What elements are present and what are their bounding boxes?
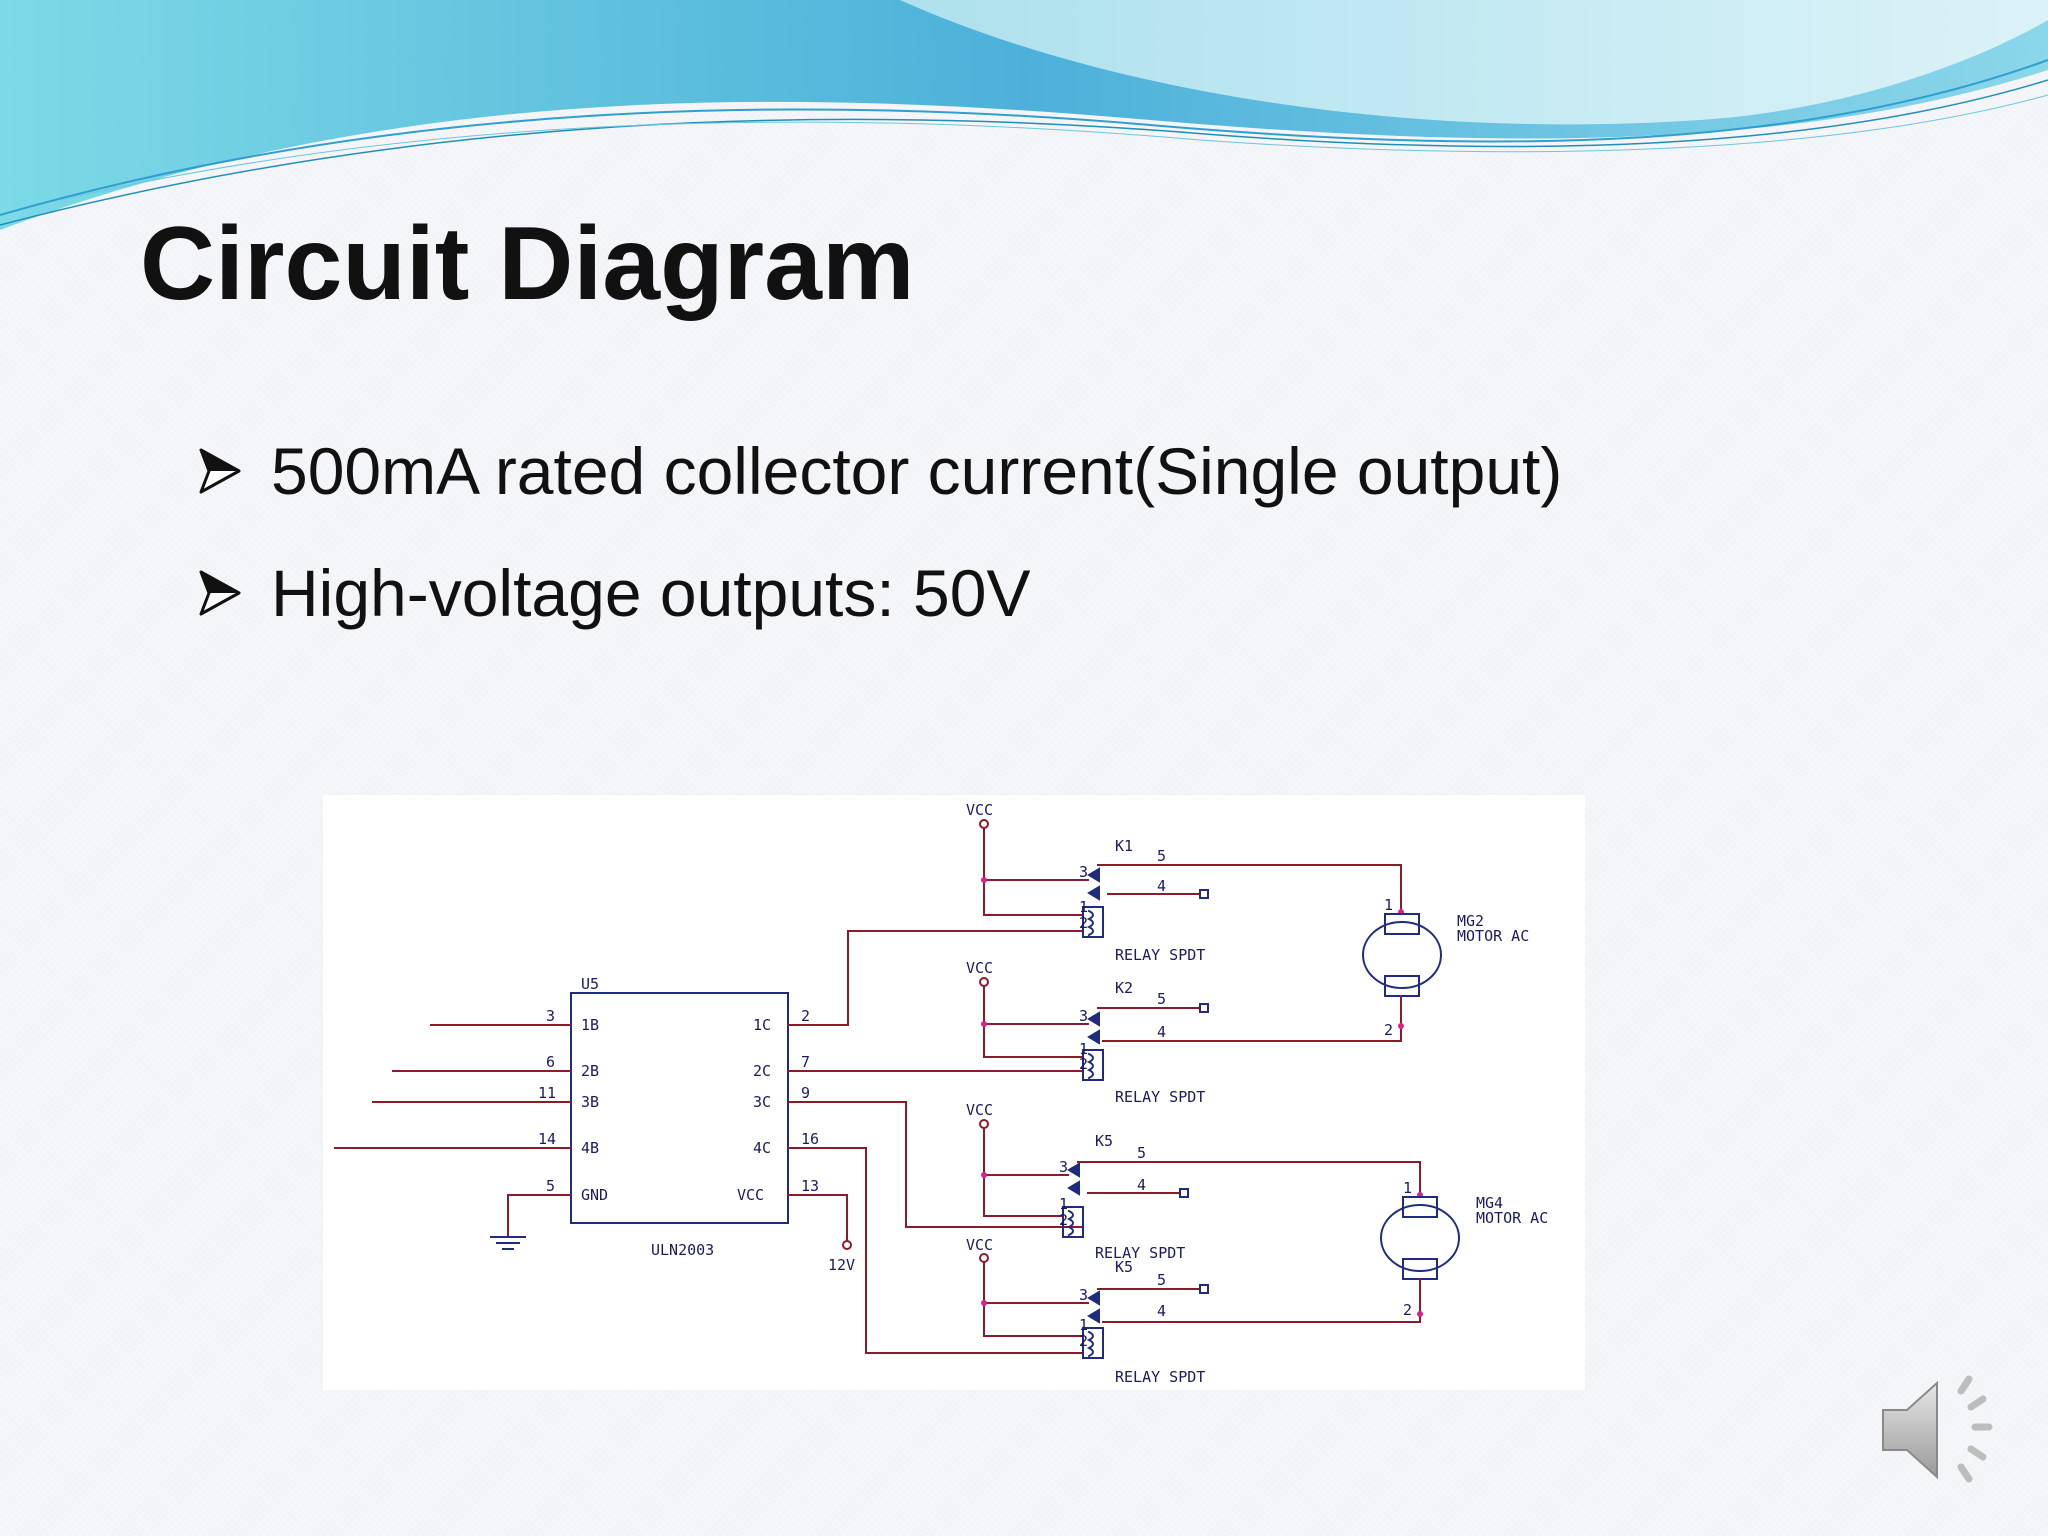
ic-pin-name: 2B [581, 1062, 599, 1080]
ic-pin-name: 1B [581, 1016, 599, 1034]
bullet-item: 500mA rated collector current(Single out… [195, 410, 1562, 532]
relay-type-label: RELAY SPDT [1115, 946, 1205, 964]
relay-pin-label: 2 [1079, 914, 1088, 932]
wire-3c [787, 1101, 1084, 1228]
relay-type-label: RELAY SPDT [1115, 1368, 1205, 1386]
ic-pin-name: 4C [753, 1139, 771, 1157]
bullet-list: 500mA rated collector current(Single out… [195, 410, 1562, 654]
relay-pin-label: 2 [1059, 1211, 1068, 1229]
relay-pin-label: 5 [1157, 990, 1166, 1008]
ic-pin-num: 11 [538, 1084, 556, 1102]
motor-mg2-return [1102, 995, 1402, 1042]
bullet-text: 500mA rated collector current(Single out… [271, 434, 1563, 508]
ic-pin-name: 1C [753, 1016, 771, 1034]
motor-mg4-return [1102, 1278, 1421, 1323]
motor-pin-label: 2 [1403, 1301, 1412, 1319]
speaker-icon[interactable] [1875, 1365, 2005, 1495]
relay-pin-label: 4 [1137, 1176, 1146, 1194]
relay-pin-label: 1 [1079, 898, 1088, 916]
relay-ref-label: K2 [1115, 979, 1133, 997]
relay-pin-label: 4 [1157, 1023, 1166, 1041]
motor-ref-label: MG2 [1457, 912, 1484, 930]
relay-pin-label: 1 [1079, 1316, 1088, 1334]
ic-pin-name: 2C [753, 1062, 771, 1080]
motor-type-label: MOTOR AC [1457, 927, 1529, 945]
ic-part-label: ULN2003 [651, 1241, 714, 1259]
ic-pin-name: 3C [753, 1093, 771, 1111]
ic-pin-num: 5 [546, 1177, 555, 1195]
wire-vcc-12v [787, 1194, 848, 1242]
gnd-wire [507, 1194, 572, 1236]
motor-pin-label: 1 [1403, 1179, 1412, 1197]
relay-ref-label: K5 [1115, 1258, 1133, 1276]
supply-12v-label: 12V [828, 1256, 855, 1274]
ic-pin-name: 3B [581, 1093, 599, 1111]
arrow-bullet-icon [199, 448, 241, 494]
header-wave-decoration [0, 0, 2048, 230]
motor-mg2 [1362, 913, 1442, 997]
arrow-bullet-icon [199, 570, 241, 616]
slide-title: Circuit Diagram [140, 206, 915, 322]
relay-pin-label: 4 [1157, 1302, 1166, 1320]
motor-pin-label: 1 [1384, 896, 1393, 914]
supply-12v-terminal [842, 1240, 852, 1250]
ic-pin-num: 3 [546, 1007, 555, 1025]
relay-pin-label: 1 [1079, 1040, 1088, 1058]
wire-4c [787, 1147, 1084, 1354]
relay-ref-label: K1 [1115, 837, 1133, 855]
relay-pin-label: 3 [1079, 1007, 1088, 1025]
relay-ref-label: K5 [1095, 1132, 1113, 1150]
relay-k5-a [979, 1119, 1421, 1238]
relay-type-label: RELAY SPDT [1095, 1244, 1185, 1262]
relay-pin-label: 5 [1157, 1271, 1166, 1289]
relay-pin-label: 3 [1059, 1158, 1068, 1176]
motor-pin-label: 2 [1384, 1021, 1393, 1039]
ic-pin-num: 9 [801, 1084, 810, 1102]
relay-pin-label: 5 [1137, 1144, 1146, 1162]
relay-pin-label: 5 [1157, 847, 1166, 865]
ic-pin-num: 16 [801, 1130, 819, 1148]
ic-pin-num: 7 [801, 1053, 810, 1071]
relay-pin-label: 3 [1079, 863, 1088, 881]
motor-ref-label: MG4 [1476, 1194, 1503, 1212]
relay-pin-label: 1 [1059, 1195, 1068, 1213]
relay-type-label: RELAY SPDT [1115, 1088, 1205, 1106]
vcc-label: VCC [966, 1236, 993, 1254]
ic-pin-name: 4B [581, 1139, 599, 1157]
relay-pin-label: 2 [1079, 1332, 1088, 1350]
relay-k2 [979, 977, 1209, 1081]
ic-pin-num: 6 [546, 1053, 555, 1071]
circuit-diagram: U5 ULN2003 3 1B 6 2B 11 3B 14 4B 5 GND 2… [323, 795, 1585, 1390]
relay-k1 [979, 819, 1402, 938]
vcc-label: VCC [966, 1101, 993, 1119]
relay-pin-label: 4 [1157, 877, 1166, 895]
motor-type-label: MOTOR AC [1476, 1209, 1548, 1227]
bullet-text: High-voltage outputs: 50V [271, 556, 1031, 630]
ic-pin-num: 14 [538, 1130, 556, 1148]
ic-u5-body [570, 992, 789, 1224]
vcc-label: VCC [966, 801, 993, 819]
bullet-item: High-voltage outputs: 50V [195, 532, 1562, 654]
wire-1c [787, 930, 1084, 1026]
ic-ref-label: U5 [581, 975, 599, 993]
circuit-schematic: U5 ULN2003 3 1B 6 2B 11 3B 14 4B 5 GND 2… [334, 801, 1548, 1386]
ic-pin-name: VCC [737, 1186, 764, 1204]
ic-pin-name: GND [581, 1186, 608, 1204]
motor-mg4 [1380, 1196, 1460, 1280]
ground-symbol [490, 1236, 526, 1250]
ic-pin-num: 2 [801, 1007, 810, 1025]
relay-pin-label: 3 [1079, 1286, 1088, 1304]
ic-pin-num: 13 [801, 1177, 819, 1195]
vcc-label: VCC [966, 959, 993, 977]
relay-pin-label: 2 [1079, 1055, 1088, 1073]
relay-k5-b [979, 1253, 1209, 1359]
